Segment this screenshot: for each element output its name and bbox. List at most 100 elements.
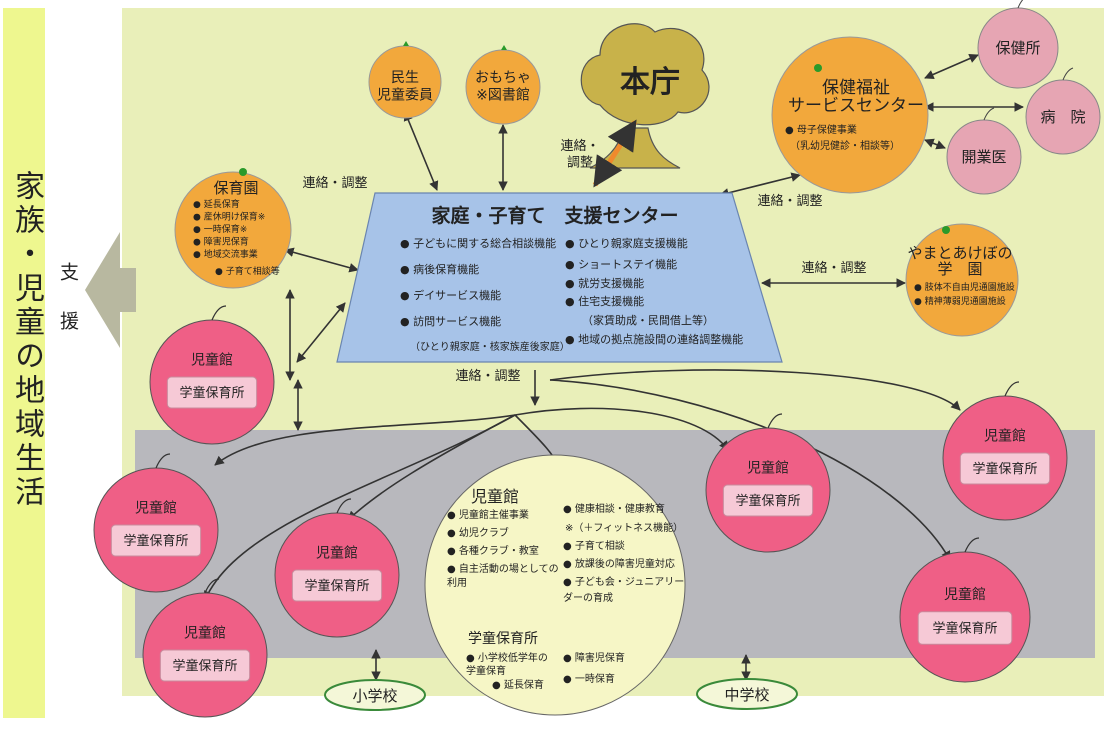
yamato-leaf bbox=[942, 226, 950, 234]
renraku-label-yamato: 連絡・調整 bbox=[801, 260, 866, 276]
jidokan-apple-4-box-label: 学童保育所 bbox=[172, 658, 237, 674]
shogakko-oval: 小学校 bbox=[324, 679, 426, 711]
jidokan-apple-2-box-label: 学童保育所 bbox=[123, 533, 188, 549]
support-center-right-note: （家賃助成・民間借上等） bbox=[582, 313, 714, 327]
kaigyoi-arrow bbox=[924, 138, 946, 150]
shogakko-oval-shape bbox=[324, 679, 426, 711]
main-jidokan-left-item: ● 各種クラブ・教室 bbox=[447, 544, 539, 557]
center-left-arrow bbox=[296, 302, 346, 363]
omocha-circle: おもちゃ※図書館 bbox=[465, 45, 541, 125]
side-title: 家族・児童の地域生活 bbox=[9, 170, 44, 510]
main-jidokan-right-item: ダーの育成 bbox=[563, 591, 613, 604]
main-gakudo-left-item: ● 小学校低学年の bbox=[466, 651, 548, 664]
connector-arrows bbox=[204, 54, 1024, 681]
jidokan-apple-6-stem bbox=[1004, 381, 1020, 397]
jidokan-apple-3-box-label: 学童保育所 bbox=[304, 578, 369, 594]
jidokan-apple-7-label: 児童館 bbox=[944, 586, 986, 603]
main-jidokan-title: 児童館 bbox=[471, 487, 519, 506]
jidokan-apple-5-label: 児童館 bbox=[747, 460, 789, 477]
chugakko-oval: 中学校 bbox=[696, 678, 798, 710]
hokenjo-arrow bbox=[924, 54, 979, 79]
yamato-shape bbox=[905, 223, 1019, 337]
byoin-circle-label: 病 院 bbox=[1040, 108, 1085, 126]
hoken-center-shape bbox=[771, 36, 929, 194]
support-center-right-item: ● ショートステイ機能 bbox=[565, 257, 677, 271]
support-arrow bbox=[85, 232, 136, 348]
honcho-link-label: 連絡・ bbox=[560, 138, 599, 154]
chugakko-oval-label: 中学校 bbox=[724, 686, 769, 704]
hoikuen-item: ● 障害児保育 bbox=[193, 236, 249, 248]
byoin-circle: 病 院 bbox=[1025, 67, 1101, 155]
minsei-label: 民生 bbox=[391, 70, 419, 86]
honcho-link-arrow bbox=[592, 119, 638, 188]
tree-crown bbox=[580, 23, 710, 126]
hoikuen-item: ● 地域交流事業 bbox=[193, 248, 258, 260]
hoikuen-circle: 保育園● 延長保育● 産休明け保育※● 一時保育※● 障害児保育● 地域交流事業… bbox=[174, 168, 292, 289]
side-support-label: 支援 bbox=[57, 262, 79, 360]
side-bar bbox=[3, 8, 45, 718]
hoken-center-item: ● 母子保健事業 bbox=[785, 123, 857, 136]
jidokan-apple-5-box-label: 学童保育所 bbox=[735, 493, 800, 509]
kaigyoi-circle: 開業医 bbox=[946, 107, 1022, 195]
omocha-circle-leaf bbox=[501, 45, 507, 50]
main-jidokan-right-item: ● 放課後の障害児童対応 bbox=[563, 557, 675, 570]
support-center-left-note: （ひとり親家庭・核家族産後家庭） bbox=[410, 340, 570, 353]
hoken-arrow bbox=[719, 172, 801, 198]
hoken-center-note: （乳幼児健診・相談等） bbox=[790, 139, 900, 152]
jidokan-apple-2-label: 児童館 bbox=[135, 500, 177, 517]
kaigyoi-circle-label: 開業医 bbox=[961, 148, 1006, 166]
support-center-right-item: ● 就労支援機能 bbox=[565, 276, 644, 290]
chugakko-oval-shape bbox=[696, 678, 798, 710]
shogakko-oval-label: 小学校 bbox=[352, 687, 397, 705]
jidokan-apple-3-stem bbox=[336, 498, 352, 514]
jidokan-apple-6-label: 児童館 bbox=[984, 428, 1026, 445]
jidokan-apple-4-box bbox=[159, 649, 251, 682]
honcho-label: 本庁 bbox=[620, 65, 680, 100]
yamato-title: 学 園 bbox=[937, 260, 982, 278]
support-center-left-item: ● 子どもに関する総合相談機能 bbox=[400, 236, 556, 250]
jidokan-apple-4-label: 児童館 bbox=[184, 625, 226, 642]
yamato-item: ● 精神薄弱児通園施設 bbox=[914, 295, 1006, 307]
jidokan-apple-2-stem bbox=[155, 453, 171, 469]
hokenjo-circle-stem bbox=[1017, 0, 1024, 9]
spread-1 bbox=[214, 414, 516, 466]
main-gakudo-left-note: ● 延長保育 bbox=[492, 678, 544, 691]
omocha-label: おもちゃ bbox=[475, 70, 531, 86]
hoikuen-item: ● 延長保育 bbox=[193, 198, 240, 210]
hoikuen-sub: ● 子育て相談等 bbox=[215, 265, 280, 277]
jidokan-apple-7-box-label: 学童保育所 bbox=[932, 621, 997, 637]
yamato-title: やまとあけぼの bbox=[907, 244, 1012, 262]
hoikuen-arrow bbox=[284, 247, 359, 273]
support-center-shape bbox=[336, 192, 783, 363]
spread-6 bbox=[549, 369, 961, 411]
main-jidokan-left-item: 利用 bbox=[447, 577, 467, 589]
jidokan-apple-1-box bbox=[166, 376, 258, 409]
byoin-circle-stem bbox=[1062, 67, 1074, 81]
support-center-right-item: ● 住宅支援機能 bbox=[565, 294, 644, 308]
jidokan-apple-3-label: 児童館 bbox=[316, 545, 358, 562]
hoikuen-title: 保育園 bbox=[213, 179, 258, 197]
main-gakudo-right-item: ● 一時保育 bbox=[563, 672, 615, 685]
main-jidokan-right-item: ● 子育て相談 bbox=[563, 539, 625, 552]
hoken-center-leaf bbox=[814, 64, 822, 72]
support-center-left-item: ● 訪問サービス機能 bbox=[400, 314, 501, 328]
jidokan-apple-5-box bbox=[722, 484, 814, 517]
kaigyoi-circle-stem bbox=[983, 107, 995, 121]
main-jidokan-left-item: ● 児童館主催事業 bbox=[447, 508, 529, 521]
minsei-arrow bbox=[403, 111, 439, 191]
renraku-label-hoken: 連絡・調整 bbox=[757, 193, 822, 209]
jidokan-apple-3-box bbox=[291, 569, 383, 602]
hoken-center-title: サービスセンター bbox=[788, 96, 924, 116]
main-jidokan-right-item: ● 健康相談・健康教育 bbox=[563, 502, 665, 515]
hoikuen-item: ● 一時保育※ bbox=[193, 223, 247, 235]
hokenjo-circle: 保健所 bbox=[977, 0, 1059, 89]
support-center: 家庭・子育て 支援センター● 子どもに関する総合相談機能● 病後保育機能● デイ… bbox=[336, 192, 783, 363]
support-center-left-item: ● デイサービス機能 bbox=[400, 288, 501, 302]
jidokan-apple-4-stem bbox=[204, 578, 220, 594]
